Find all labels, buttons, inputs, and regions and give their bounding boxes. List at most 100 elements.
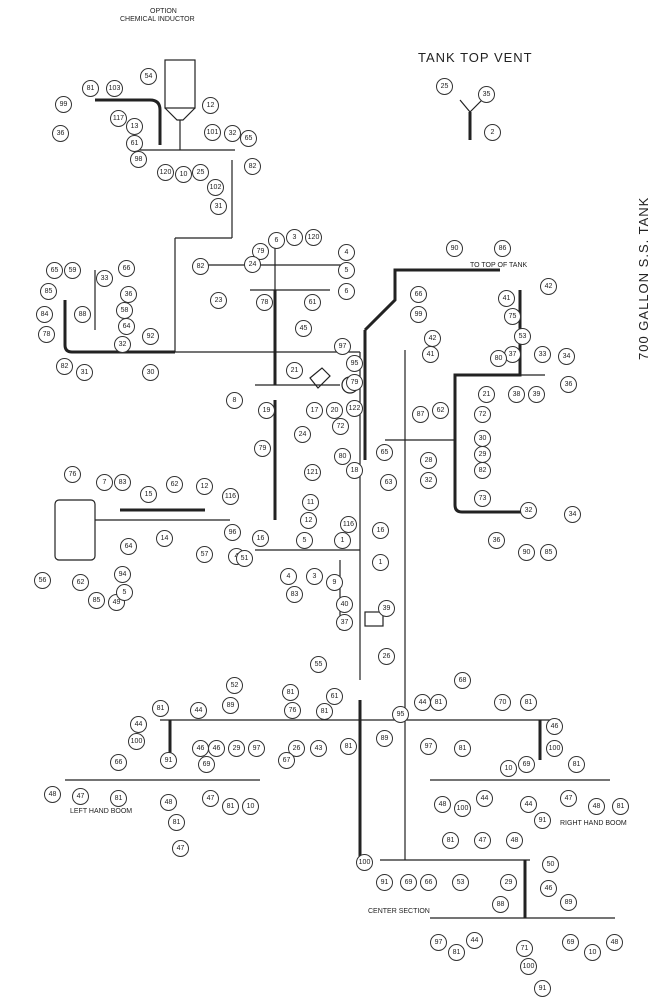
callout: 47 — [72, 788, 89, 805]
callout: 83 — [114, 474, 131, 491]
callout: 39 — [528, 386, 545, 403]
callout: 69 — [400, 874, 417, 891]
callout: 45 — [295, 320, 312, 337]
callout: 97 — [248, 740, 265, 757]
inductor-funnel — [164, 107, 196, 121]
callout: 12 — [202, 97, 219, 114]
callout: 96 — [224, 524, 241, 541]
callout: 25 — [436, 78, 453, 95]
callout: 99 — [410, 306, 427, 323]
callout: 66 — [410, 286, 427, 303]
callout: 34 — [558, 348, 575, 365]
callout: 117 — [110, 110, 127, 127]
callout: 92 — [142, 328, 159, 345]
callout: 47 — [202, 790, 219, 807]
callout: 44 — [190, 702, 207, 719]
center-section-label: CENTER SECTION — [368, 908, 430, 915]
callout: 46 — [192, 740, 209, 757]
callout: 88 — [74, 306, 91, 323]
right-hand-boom-label: RIGHT HAND BOOM — [560, 820, 627, 827]
callout: 6 — [338, 283, 355, 300]
callout: 36 — [52, 125, 69, 142]
callout: 100 — [356, 854, 373, 871]
callout: 78 — [38, 326, 55, 343]
callout: 81 — [282, 684, 299, 701]
callout: 90 — [446, 240, 463, 257]
callout: 29 — [474, 446, 491, 463]
callout: 30 — [142, 364, 159, 381]
callout: 89 — [560, 894, 577, 911]
callout: 94 — [114, 566, 131, 583]
callout: 61 — [304, 294, 321, 311]
callout: 14 — [156, 530, 173, 547]
callout: 51 — [236, 550, 253, 567]
callout: 66 — [110, 754, 127, 771]
callout: 90 — [518, 544, 535, 561]
callout: 3 — [306, 568, 323, 585]
callout: 64 — [120, 538, 137, 555]
callout: 82 — [56, 358, 73, 375]
callout: 1 — [334, 532, 351, 549]
callout: 32 — [520, 502, 537, 519]
callout: 38 — [508, 386, 525, 403]
callout: 21 — [286, 362, 303, 379]
callout: 85 — [88, 592, 105, 609]
callout: 16 — [372, 522, 389, 539]
callout: 46 — [546, 718, 563, 735]
tank-title-label: 700 GALLON S.S. TANK — [636, 196, 651, 360]
callout: 29 — [500, 874, 517, 891]
callout: 21 — [478, 386, 495, 403]
callout: 81 — [520, 694, 537, 711]
callout: 5 — [116, 584, 133, 601]
callout: 42 — [540, 278, 557, 295]
callout: 89 — [222, 697, 239, 714]
tank-top-line — [363, 268, 500, 332]
callout: 65 — [240, 130, 257, 147]
callout: 65 — [376, 444, 393, 461]
callout: 26 — [288, 740, 305, 757]
left-return-hose — [63, 300, 175, 354]
callout: 100 — [128, 733, 145, 750]
callout: 12 — [196, 478, 213, 495]
callout: 15 — [140, 486, 157, 503]
callout: 47 — [560, 790, 577, 807]
inductor-return-hose — [95, 98, 162, 145]
callout: 81 — [454, 740, 471, 757]
callout: 97 — [420, 738, 437, 755]
callout: 47 — [474, 832, 491, 849]
callout: 122 — [346, 400, 363, 417]
callout: 32 — [420, 472, 437, 489]
callout: 66 — [118, 260, 135, 277]
callout: 9 — [326, 574, 343, 591]
callout: 53 — [514, 328, 531, 345]
callout: 29 — [228, 740, 245, 757]
callout: 31 — [210, 198, 227, 215]
callout: 101 — [204, 124, 221, 141]
callout: 61 — [326, 688, 343, 705]
callout: 50 — [542, 856, 559, 873]
callout: 76 — [284, 702, 301, 719]
callout: 6 — [268, 232, 285, 249]
chemical-inductor-label: CHEMICAL INDUCTOR — [120, 16, 195, 23]
callout: 83 — [286, 586, 303, 603]
callout: 10 — [175, 166, 192, 183]
callout: 43 — [310, 740, 327, 757]
callout: 95 — [392, 706, 409, 723]
callout: 62 — [166, 476, 183, 493]
callout: 89 — [376, 730, 393, 747]
callout: 120 — [305, 229, 322, 246]
callout: 81 — [612, 798, 629, 815]
callout: 7 — [96, 474, 113, 491]
callout: 61 — [126, 135, 143, 152]
callout: 97 — [430, 934, 447, 951]
callout: 66 — [420, 874, 437, 891]
option-line-1: OPTION — [150, 8, 177, 15]
callout: 91 — [376, 874, 393, 891]
callout: 81 — [152, 700, 169, 717]
callout: 71 — [516, 940, 533, 957]
callout: 81 — [430, 694, 447, 711]
callout: 82 — [244, 158, 261, 175]
callout: 16 — [252, 530, 269, 547]
callout: 42 — [424, 330, 441, 347]
callout: 91 — [534, 812, 551, 829]
